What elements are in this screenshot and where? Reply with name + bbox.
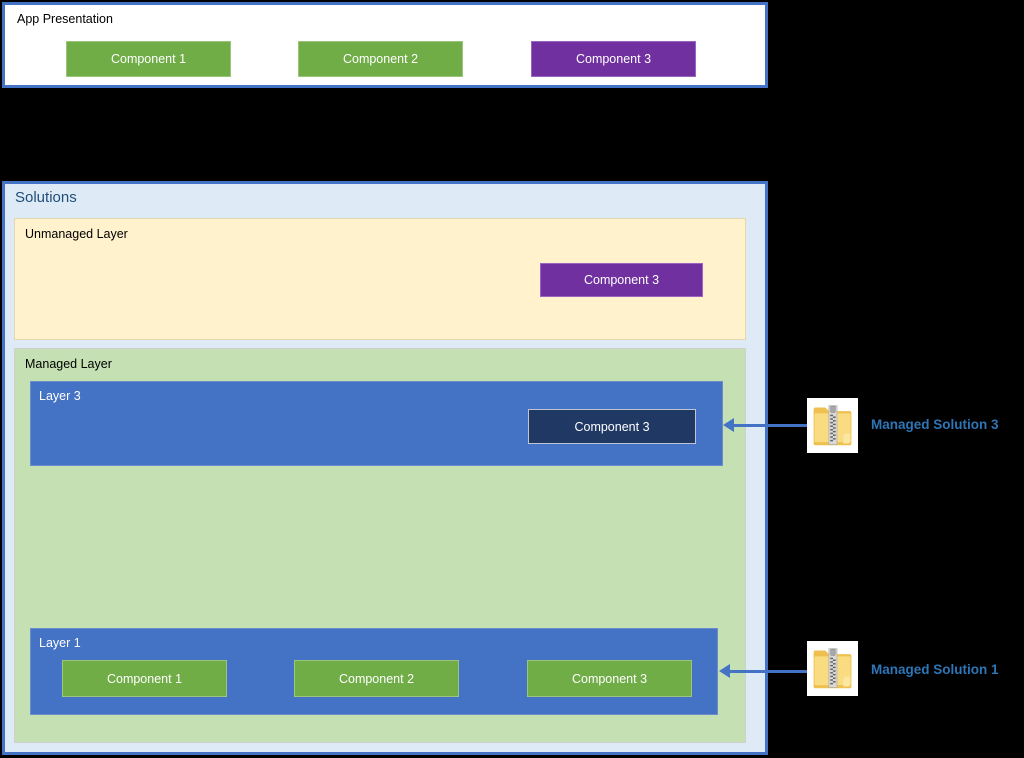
solutions-box: Solutions Unmanaged Layer Component 3 Ma…: [2, 181, 768, 755]
layer-1: Layer 1 Component 1 Component 2 Componen…: [30, 628, 718, 715]
component-label: Component 3: [571, 671, 648, 686]
unmanaged-layer-title: Unmanaged Layer: [25, 227, 128, 241]
arrow-to-layer-1: [729, 670, 807, 673]
component-label: Component 2: [342, 52, 419, 66]
layer-1-component-1: Component 1: [62, 660, 227, 697]
zipped-folder-icon: [813, 405, 852, 446]
component-label: Component 2: [338, 671, 415, 686]
app-component-3: Component 3: [531, 41, 696, 77]
component-label: Component 3: [583, 273, 660, 287]
unmanaged-component-3: Component 3: [540, 263, 703, 297]
managed-solution-3-label: Managed Solution 3: [871, 417, 999, 432]
layer-3-title: Layer 3: [39, 389, 81, 403]
arrowhead-layer-3-icon: [723, 418, 734, 432]
managed-layer-title: Managed Layer: [25, 357, 112, 371]
layer-3-component-3: Component 3: [528, 409, 696, 444]
component-label: Component 1: [106, 671, 183, 686]
arrowhead-layer-1-icon: [719, 664, 730, 678]
app-component-2: Component 2: [298, 41, 463, 77]
component-label: Component 3: [574, 419, 650, 434]
layer-1-title: Layer 1: [39, 636, 81, 650]
zipped-folder-icon: [807, 641, 858, 696]
arrow-to-layer-3: [733, 424, 807, 427]
managed-layer: Managed Layer Layer 3 Component 3 Layer …: [14, 348, 746, 743]
solutions-title: Solutions: [15, 189, 77, 206]
app-component-1: Component 1: [66, 41, 231, 77]
managed-solution-1-label: Managed Solution 1: [871, 662, 999, 677]
component-label: Component 3: [575, 52, 652, 66]
app-presentation-box: App Presentation Component 1 Component 2…: [2, 2, 768, 88]
zipped-folder-icon: [807, 398, 858, 453]
layer-1-component-3: Component 3: [527, 660, 692, 697]
app-presentation-title: App Presentation: [17, 12, 113, 26]
unmanaged-layer: Unmanaged Layer Component 3: [14, 218, 746, 340]
component-label: Component 1: [110, 52, 187, 66]
zipped-folder-icon: [813, 648, 852, 689]
layer-1-component-2: Component 2: [294, 660, 459, 697]
layer-3: Layer 3 Component 3: [30, 381, 723, 466]
